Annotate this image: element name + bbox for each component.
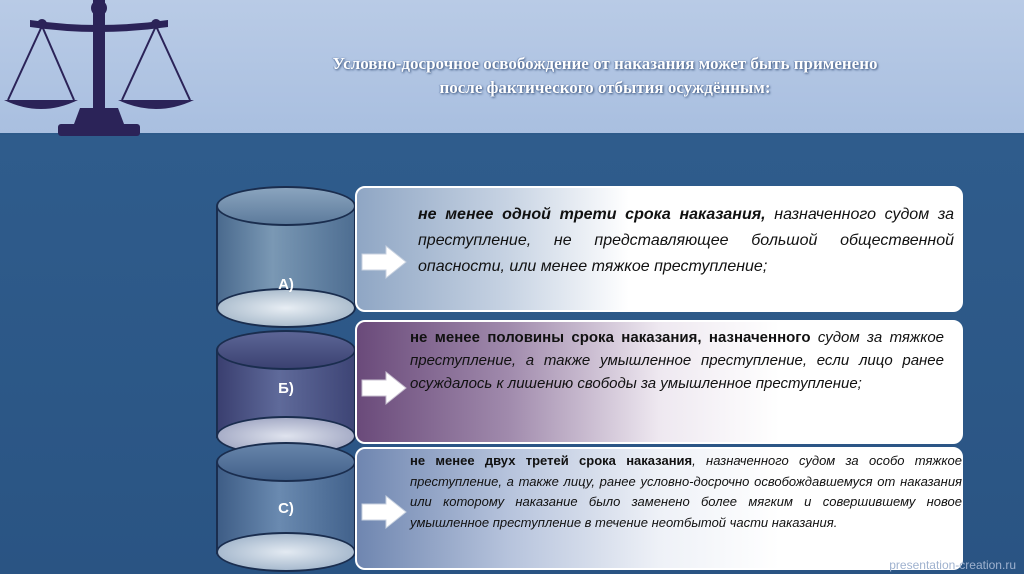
item-panel-c [355, 447, 963, 570]
item-rest-c: , назначенного судом за особо тяжкое пре… [410, 453, 962, 530]
arrow-right-icon [361, 494, 407, 530]
scales-of-justice-icon [4, 0, 194, 136]
cylinder-a: А) [216, 186, 356, 328]
item-bold-c: не менее двух третей срока наказания [410, 453, 693, 468]
arrow-right-icon [361, 370, 407, 406]
header-band [0, 0, 1024, 133]
watermark: presentation-creation.ru [889, 558, 1016, 572]
item-rest-b: судом за тяжкое преступление, а также ум… [410, 329, 944, 392]
item-panel-a [355, 186, 963, 312]
cylinder-label: А) [278, 276, 294, 293]
title-line-2: после фактического отбытия осуждённым: [439, 78, 771, 97]
item-text-a: не менее одной трети срока наказания, на… [418, 202, 954, 280]
cylinder-b: Б) [216, 330, 356, 456]
cylinder-label: С) [278, 500, 294, 517]
cylinder-label: Б) [278, 380, 294, 397]
item-bold-b: не менее половины срока наказания, назна… [410, 329, 811, 346]
page-title: Условно-досрочное освобождение от наказа… [215, 52, 995, 100]
item-text-c: не менее двух третей срока наказания, на… [410, 451, 962, 533]
item-rest-a: назначенного судом за преступление, не п… [418, 206, 954, 275]
title-line-1: Условно-досрочное освобождение от наказа… [332, 54, 878, 73]
item-text-b: не менее половины срока наказания, назна… [410, 326, 944, 395]
item-panel-b [355, 320, 963, 444]
arrow-right-icon [361, 244, 407, 280]
cylinder-c: С) [216, 442, 356, 572]
item-bold-a: не менее одной трети срока наказания, [418, 206, 766, 223]
